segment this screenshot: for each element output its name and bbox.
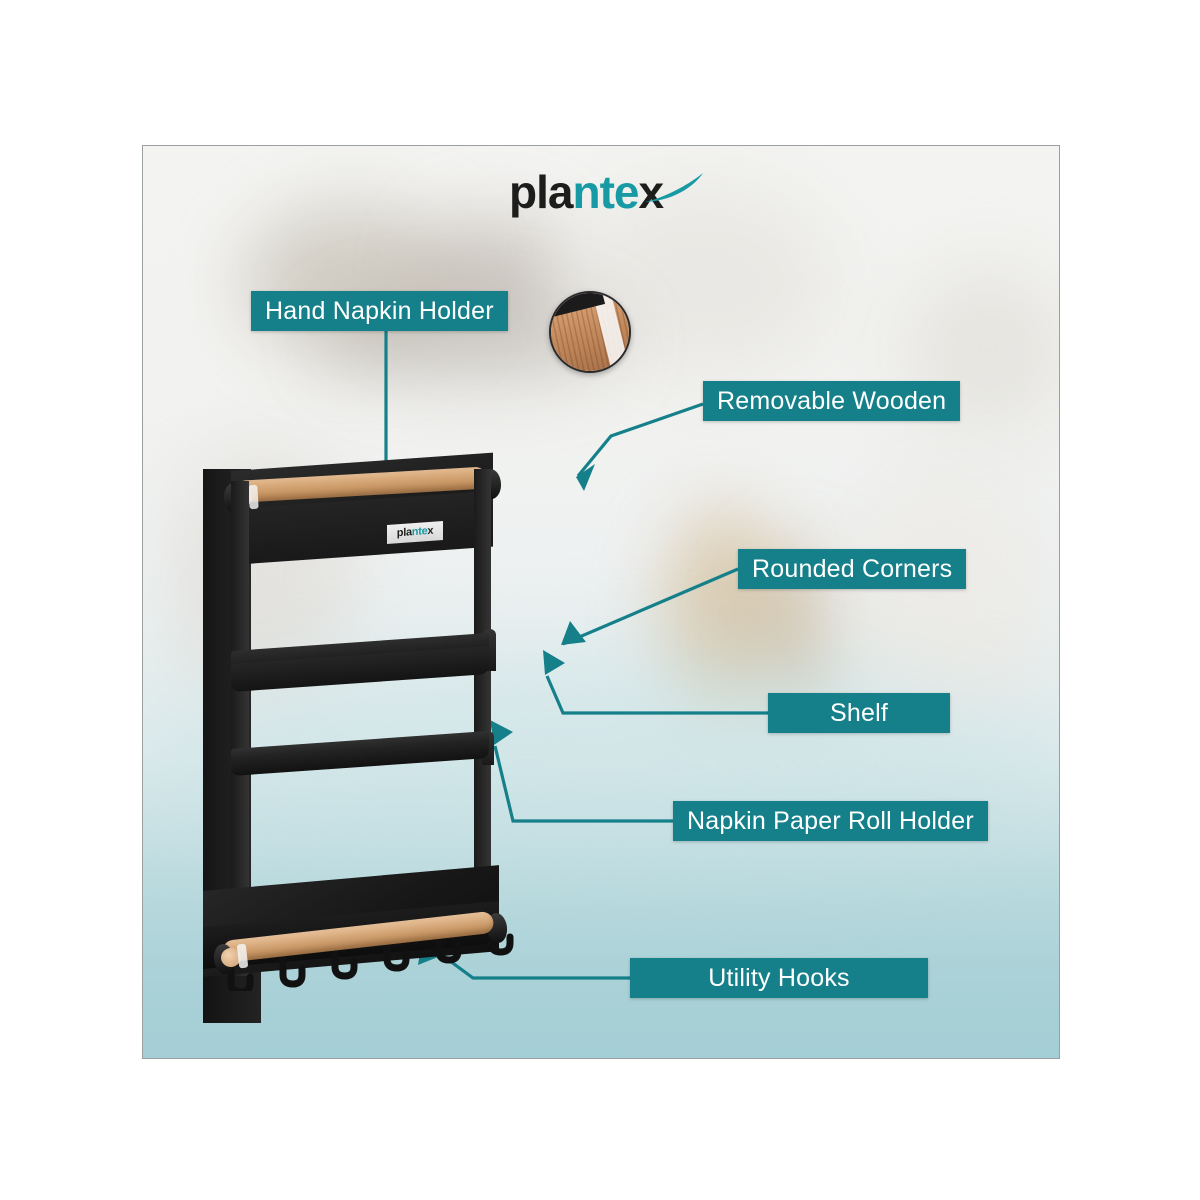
vertical-post-right (474, 469, 491, 934)
magnifier-circle (549, 291, 631, 373)
utility-hook (487, 922, 514, 956)
logo-text-part-3: x (638, 166, 664, 218)
callout-napkin-paper-roll-holder: Napkin Paper Roll Holder (673, 801, 988, 841)
utility-hook (383, 938, 410, 972)
logo-text-part-2: nte (572, 166, 639, 218)
utility-hook (435, 930, 462, 964)
vertical-post-left (231, 481, 249, 976)
utility-hook (227, 962, 254, 991)
callout-rounded-corners: Rounded Corners (738, 549, 967, 589)
callout-removable-wooden: Removable Wooden (703, 381, 961, 421)
logo-text-part-1: pla (509, 166, 573, 218)
content-frame: plantex (142, 145, 1060, 1059)
callout-hand-napkin-holder: Hand Napkin Holder (251, 291, 508, 331)
utility-hook (279, 954, 306, 988)
product-image: plantex (191, 452, 611, 1023)
callout-utility-hooks: Utility Hooks (630, 958, 928, 998)
callout-shelf: Shelf (768, 693, 950, 733)
utility-hook (331, 946, 358, 980)
logo-swoosh-icon (645, 173, 703, 202)
brand-logo: plantex (509, 166, 703, 218)
utility-hooks-group (227, 922, 514, 991)
